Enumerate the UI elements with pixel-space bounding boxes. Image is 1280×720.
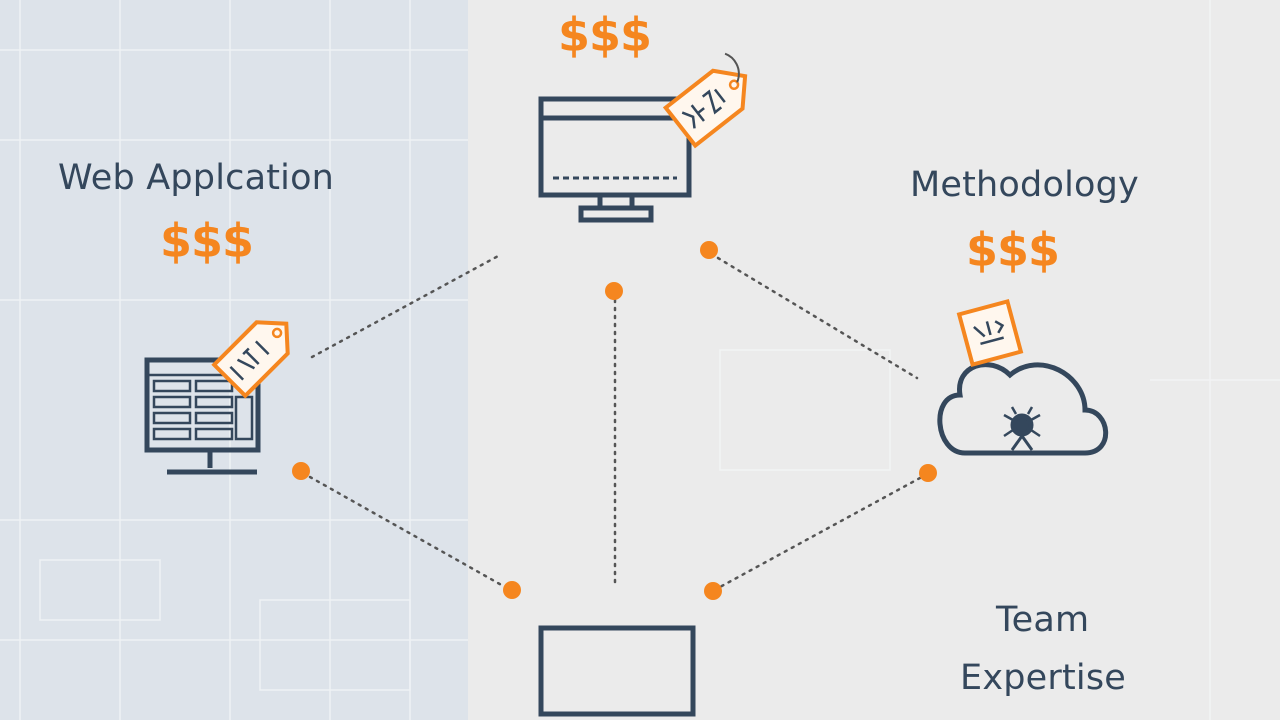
top-price: $$$ (558, 8, 652, 62)
top-price-tag-icon (662, 52, 748, 149)
node-right (919, 464, 937, 482)
connector-top-right (716, 256, 919, 380)
connector-right-bottom (718, 476, 922, 589)
node-bottom-right (704, 582, 722, 600)
connectors (308, 253, 922, 589)
bottom-monitor-icon (538, 625, 696, 717)
node-top-right (700, 241, 718, 259)
connector-left-bottom (308, 475, 507, 589)
node-center-top (605, 282, 623, 300)
top-monitor-icon (538, 96, 692, 223)
methodology-label: Methodology (910, 165, 1139, 205)
right-cloud-bug-icon (937, 362, 1109, 456)
web-application-label: Web Applcation (58, 158, 335, 198)
left-price-tag-icon (211, 320, 290, 399)
expertise-label: Expertise (960, 658, 1126, 698)
methodology-price: $$$ (966, 223, 1060, 277)
node-bottom-left (503, 581, 521, 599)
nodes (292, 241, 937, 600)
connector-left-top (310, 253, 502, 359)
team-label: Team (996, 600, 1090, 640)
web-application-price: $$$ (160, 214, 254, 268)
node-left (292, 462, 310, 480)
right-price-tag-icon (956, 298, 1024, 368)
